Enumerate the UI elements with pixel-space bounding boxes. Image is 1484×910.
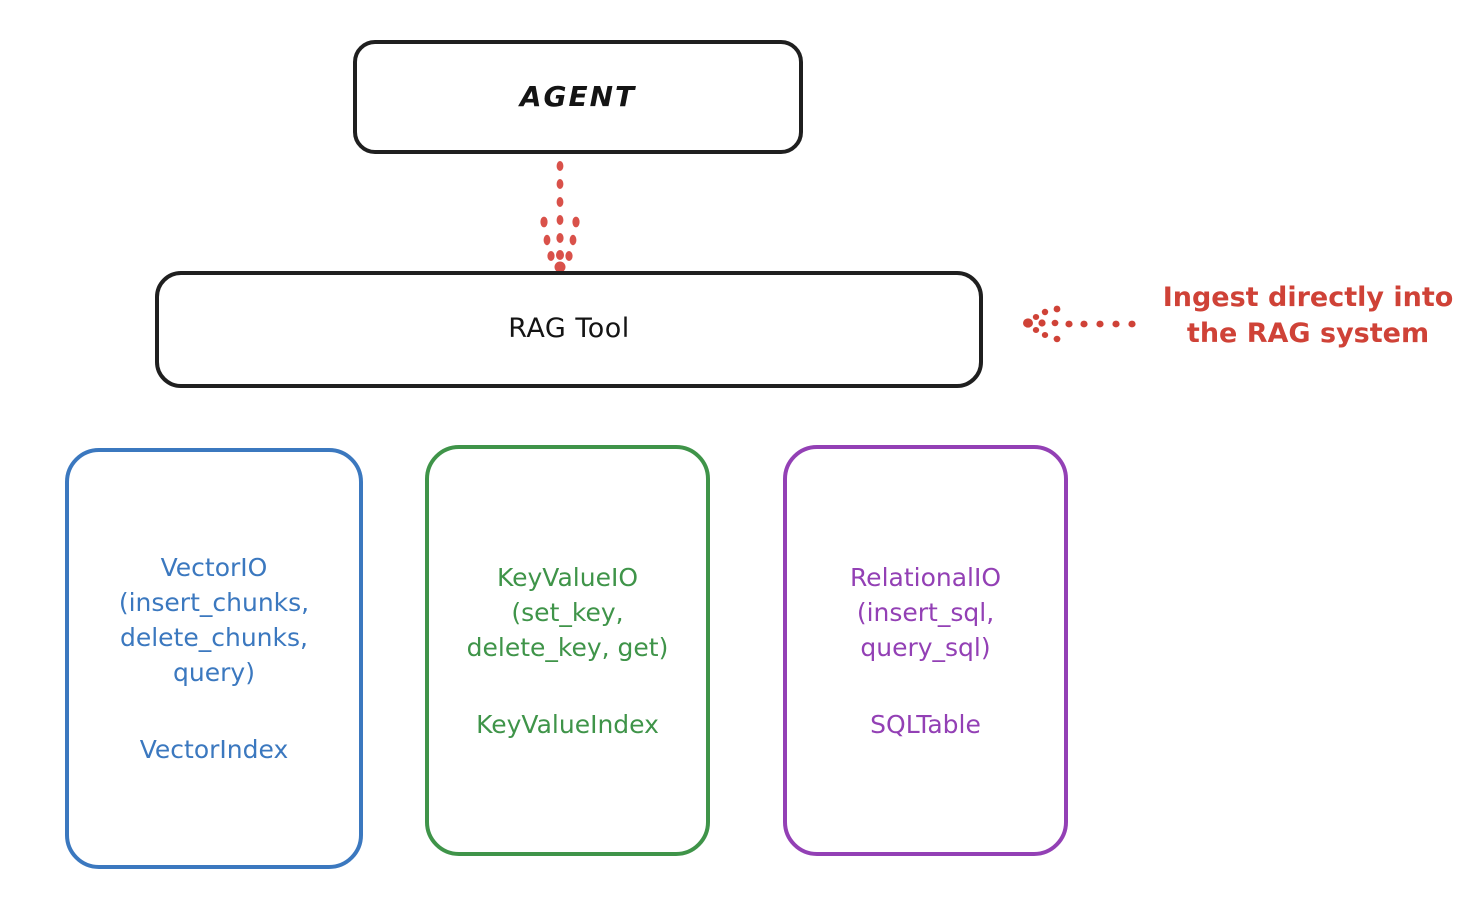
node-key-value-io-label: KeyValueIO (set_key, delete_key, get) xyxy=(466,562,669,662)
node-relational-io-label: RelationalIO (insert_sql, query_sql) xyxy=(849,562,1002,662)
connector-agent-to-rag-tool xyxy=(540,161,580,272)
node-relational-io-table-label: SQLTable xyxy=(870,709,981,739)
node-relational-io[interactable]: RelationalIO (insert_sql, query_sql) SQL… xyxy=(783,445,1068,856)
connector-ingest-pointer xyxy=(1023,305,1136,343)
node-rag-tool-label: RAG Tool xyxy=(508,313,630,345)
node-key-value-io[interactable]: KeyValueIO (set_key, delete_key, get) Ke… xyxy=(425,445,710,856)
node-vector-io-label: VectorIO (insert_chunks, delete_chunks, … xyxy=(118,553,310,687)
annotation-ingest: Ingest directly into the RAG system xyxy=(1162,282,1454,349)
node-agent-label: AGENT xyxy=(519,80,637,114)
node-vector-io[interactable]: VectorIO (insert_chunks, delete_chunks, … xyxy=(65,448,363,869)
node-rag-tool[interactable]: RAG Tool xyxy=(155,271,983,388)
node-agent[interactable]: AGENT xyxy=(353,40,803,154)
node-vector-io-index-label: VectorIndex xyxy=(139,735,289,764)
node-key-value-io-index-label: KeyValueIndex xyxy=(476,709,659,739)
